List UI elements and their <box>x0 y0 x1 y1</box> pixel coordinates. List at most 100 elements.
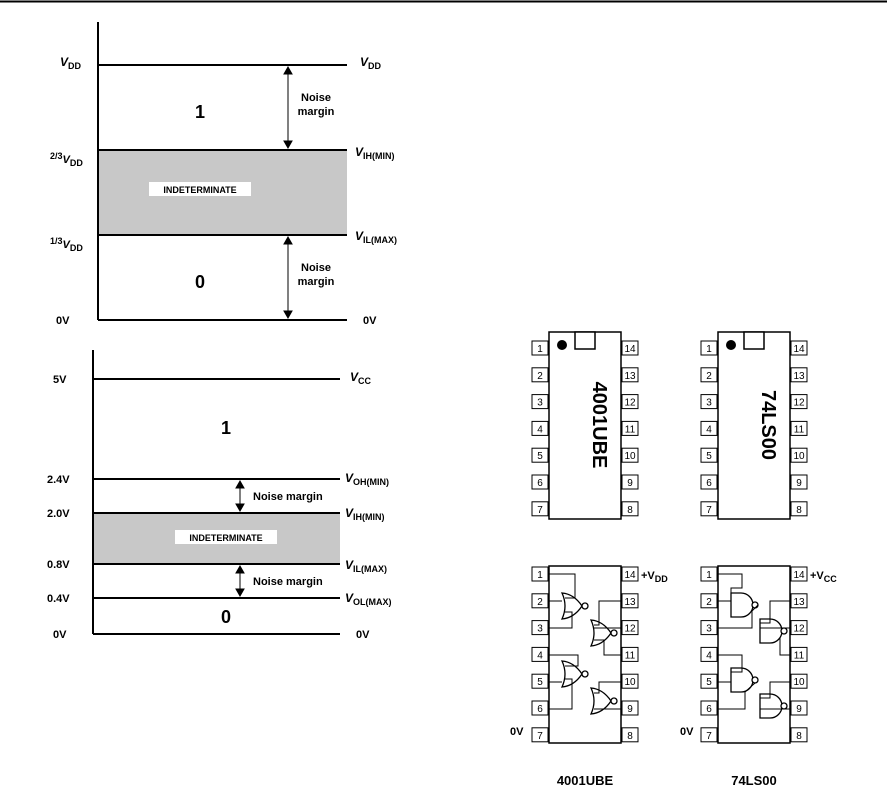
cmos-indeterminate-label-bg <box>149 182 251 196</box>
svg-text:3: 3 <box>537 398 543 409</box>
chip-4001ube-body <box>548 331 622 520</box>
cmos-left-vdd-label: VDD <box>60 55 82 71</box>
chip-4001ube-schematic-pin-5: 5 <box>531 673 549 689</box>
svg-text:1: 1 <box>537 344 543 355</box>
svg-text:9: 9 <box>627 704 633 715</box>
chip-74ls00-schematic-pin-2: 2 <box>700 593 718 609</box>
svg-text:5: 5 <box>706 677 712 688</box>
chip-4001ube-pin-6: 6 <box>531 474 549 490</box>
svg-text:3: 3 <box>706 624 712 635</box>
ttl-right-0v-label: 0V <box>356 629 370 641</box>
chip-74ls00-pin-11: 11 <box>790 420 808 436</box>
nand-gate <box>730 592 788 719</box>
chip-74ls00-schematic-pin-4: 4 <box>700 646 718 662</box>
cmos-noise-margin-low-line2: margin <box>298 276 335 288</box>
ttl-logic-high: 1 <box>221 418 231 438</box>
ttl-left-0v-label: 0V <box>53 629 67 641</box>
svg-text:14: 14 <box>624 344 636 355</box>
chip-74ls00-pin-7: 7 <box>700 501 718 517</box>
ttl-noise-margin-high-arrow <box>235 479 245 513</box>
svg-text:5: 5 <box>537 451 543 462</box>
svg-text:10: 10 <box>793 677 805 688</box>
chip-74ls00-pin-8: 8 <box>790 501 808 517</box>
chip-74ls00-schematic-pin-9: 9 <box>790 700 808 716</box>
ttl-logic-low: 0 <box>221 607 231 627</box>
chip-4001ube-pin-5: 5 <box>531 447 549 463</box>
chip-4001ube-pin-11: 11 <box>621 420 639 436</box>
cmos-right-vdd-label: VDD <box>360 55 382 71</box>
chip-4001ube-supply-label: +VDD <box>641 570 668 584</box>
svg-text:10: 10 <box>624 677 636 688</box>
ttl-right-vil-label: VIL(MAX) <box>345 558 387 574</box>
ttl-noise-margin-high-label: Noise margin <box>253 491 323 503</box>
chip-4001ube-schematic-pin-3: 3 <box>531 620 549 636</box>
svg-text:9: 9 <box>796 478 802 489</box>
chip-4001ube-pin-8: 8 <box>621 501 639 517</box>
ttl-noise-margin-low-arrow <box>235 564 245 598</box>
chip-4001ube-notch <box>574 331 596 350</box>
ttl-left-0-8v-label: 0.8V <box>47 559 70 571</box>
chip-74ls00-schematic <box>717 565 791 744</box>
svg-text:2: 2 <box>537 371 543 382</box>
chip-74ls00-schematic-pin-8: 8 <box>790 727 808 743</box>
svg-text:12: 12 <box>793 624 805 635</box>
svg-text:1: 1 <box>706 344 712 355</box>
ic-pins: 1234567141312111098123456714131211109812… <box>531 340 808 743</box>
chip-4001ube-pin-10: 10 <box>621 447 639 463</box>
svg-text:12: 12 <box>793 398 805 409</box>
svg-text:8: 8 <box>627 731 633 742</box>
svg-text:12: 12 <box>624 624 636 635</box>
chip-74ls00-pin-6: 6 <box>700 474 718 490</box>
ttl-right-vcc-label: VCC <box>350 370 372 386</box>
svg-text:7: 7 <box>706 505 712 516</box>
chip-74ls00-pin-5: 5 <box>700 447 718 463</box>
chip-4001ube-body-label: 4001UBE <box>588 382 610 469</box>
svg-text:2: 2 <box>706 371 712 382</box>
svg-text:11: 11 <box>625 424 636 435</box>
cmos-noise-margin-low-arrow <box>283 235 293 320</box>
svg-text:11: 11 <box>625 650 636 661</box>
svg-text:4: 4 <box>706 650 712 661</box>
chip-74ls00-schematic-pin-14: 14 <box>790 566 808 582</box>
cmos-noise-margin-low-line1: Noise <box>301 262 331 274</box>
svg-text:12: 12 <box>624 398 636 409</box>
chip-4001ube-pin-1: 1 <box>531 340 549 356</box>
chip-74ls00-package: 74LS00 <box>717 331 791 520</box>
chip-4001ube-ground-label: 0V <box>510 726 524 738</box>
svg-text:7: 7 <box>537 505 543 516</box>
chip-74ls00-pin-14: 14 <box>790 340 808 356</box>
cmos-right-vih-label: VIH(MIN) <box>355 145 395 161</box>
chip-4001ube-pin-2: 2 <box>531 367 549 383</box>
svg-text:2: 2 <box>706 597 712 608</box>
ttl-noise-margin-low-label: Noise margin <box>253 576 323 588</box>
chip-74ls00-schematic-pin-7: 7 <box>700 727 718 743</box>
chip-4001ube-caption: 4001UBE <box>557 773 614 788</box>
ttl-left-2-4v-label: 2.4V <box>47 474 70 486</box>
chip-74ls00-pin-13: 13 <box>790 367 808 383</box>
chip-74ls00-body-label: 74LS00 <box>757 390 779 460</box>
chip-74ls00-schematic-pin-11: 11 <box>790 646 808 662</box>
chip-4001ube-schematic-pin-1: 1 <box>531 566 549 582</box>
chip-74ls00-pin-9: 9 <box>790 474 808 490</box>
svg-text:4: 4 <box>706 424 712 435</box>
chip-4001ube-schematic-pin-10: 10 <box>621 673 639 689</box>
chip-74ls00-schematic-pin-5: 5 <box>700 673 718 689</box>
chip-74ls00-body <box>717 331 791 520</box>
cmos-indeterminate-label: INDETERMINATE <box>163 185 236 195</box>
chip-4001ube-schematic-pin-12: 12 <box>621 620 639 636</box>
svg-text:6: 6 <box>537 478 543 489</box>
svg-text:13: 13 <box>793 597 805 608</box>
svg-text:14: 14 <box>624 570 636 581</box>
chip-4001ube-schematic-pin-7: 7 <box>531 727 549 743</box>
ttl-right-vol-label: VOL(MAX) <box>345 591 392 607</box>
chip-4001ube-pin1-dot <box>557 340 567 350</box>
svg-text:9: 9 <box>627 478 633 489</box>
chip-4001ube-pin-4: 4 <box>531 420 549 436</box>
chip-74ls00-pin-12: 12 <box>790 394 808 410</box>
svg-text:5: 5 <box>706 451 712 462</box>
chip-4001ube-pin-12: 12 <box>621 394 639 410</box>
svg-text:7: 7 <box>706 731 712 742</box>
svg-text:10: 10 <box>624 451 636 462</box>
cmos-logic-low: 0 <box>195 272 205 292</box>
ttl-level-diagram: 5V 2.4V 2.0V 0.8V 0.4V 0V VCC VOH(MIN) V… <box>47 350 392 641</box>
